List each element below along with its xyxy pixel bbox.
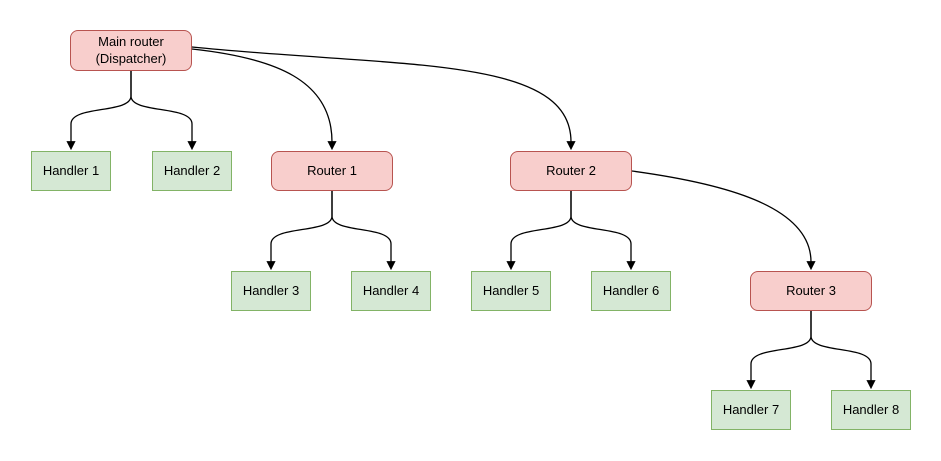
edge-main-to-router2: [191, 46, 576, 151]
edge-router2-to-handler5: [506, 191, 572, 271]
node-handler-8-label: Handler 8: [842, 401, 900, 417]
node-handler-3: Handler 3: [231, 271, 311, 311]
edge-router1-to-handler4: [331, 191, 396, 271]
node-router-3-label: Router 3: [786, 282, 836, 298]
node-handler-8: Handler 8: [831, 390, 911, 430]
node-handler-4: Handler 4: [351, 271, 431, 311]
node-handler-1: Handler 1: [31, 151, 111, 191]
edge-router2-to-router3: [631, 170, 816, 271]
node-router-2-label: Router 2: [546, 162, 596, 178]
edge-router2-to-handler6: [570, 191, 636, 271]
node-main-router-label: Main router (Dispatcher): [95, 34, 167, 66]
edge-router3-to-handler8: [810, 311, 876, 390]
node-router-1-label: Router 1: [307, 162, 357, 178]
node-handler-6-label: Handler 6: [602, 282, 660, 298]
edge-main-to-handler1: [66, 71, 132, 151]
node-handler-7-label: Handler 7: [722, 401, 780, 417]
node-main-router: Main router (Dispatcher): [70, 30, 192, 71]
node-handler-1-label: Handler 1: [42, 162, 100, 178]
node-handler-5-label: Handler 5: [482, 282, 540, 298]
node-handler-4-label: Handler 4: [362, 282, 420, 298]
node-handler-5: Handler 5: [471, 271, 551, 311]
node-handler-2: Handler 2: [152, 151, 232, 191]
node-handler-6: Handler 6: [591, 271, 671, 311]
node-handler-3-label: Handler 3: [242, 282, 300, 298]
edge-router3-to-handler7: [746, 311, 812, 390]
edge-router1-to-handler3: [266, 191, 333, 271]
edge-main-to-router1: [191, 48, 337, 151]
node-router-1: Router 1: [271, 151, 393, 191]
node-router-3: Router 3: [750, 271, 872, 311]
node-router-2: Router 2: [510, 151, 632, 191]
node-handler-7: Handler 7: [711, 390, 791, 430]
node-handler-2-label: Handler 2: [163, 162, 221, 178]
edge-main-to-handler2: [130, 71, 197, 151]
